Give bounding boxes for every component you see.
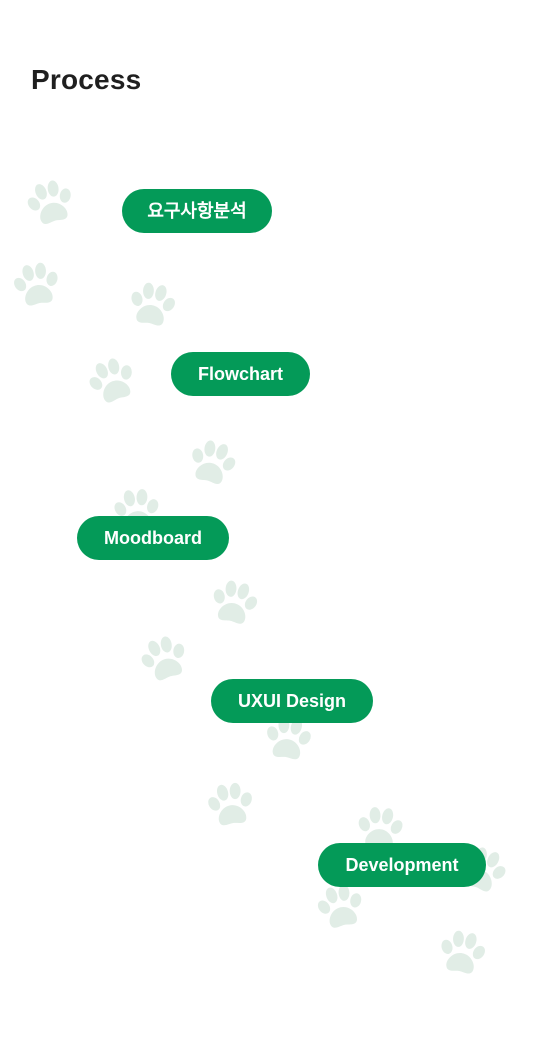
paw-print-icon <box>14 262 58 306</box>
paw-print-icon <box>141 636 185 681</box>
process-step-uxui-design[interactable]: UXUI Design <box>211 679 373 723</box>
process-step-flowchart[interactable]: Flowchart <box>171 352 310 396</box>
paw-print-icon <box>131 282 175 326</box>
paw-print-icon <box>441 930 485 974</box>
paw-print-icon <box>27 180 71 225</box>
paw-print-icon <box>317 884 362 928</box>
paw-print-icon <box>213 580 258 624</box>
process-step-development[interactable]: Development <box>318 843 486 887</box>
page-title: Process <box>31 64 142 95</box>
paw-print-icon <box>192 440 236 485</box>
process-step-requirements-analysis[interactable]: 요구사항분석 <box>122 189 272 233</box>
paw-print-icon <box>208 782 252 826</box>
process-step-moodboard[interactable]: Moodboard <box>77 516 229 560</box>
paw-print-icon <box>89 358 132 403</box>
